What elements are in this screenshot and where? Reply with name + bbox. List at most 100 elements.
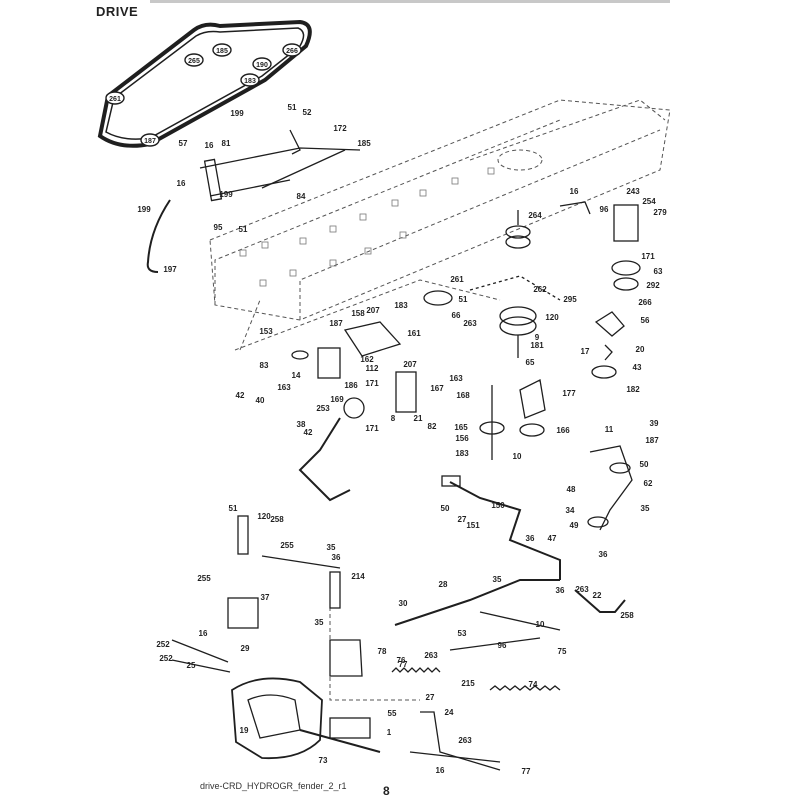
part-callout: 185 <box>357 139 371 148</box>
part-callout: 167 <box>430 384 444 393</box>
part-callout: 187 <box>645 436 659 445</box>
drawing-file-reference: drive-CRD_HYDROGR_fender_2_r1 <box>200 781 347 791</box>
part-callout: 35 <box>315 618 324 627</box>
part-callout: 153 <box>259 327 273 336</box>
part-callout: 186 <box>344 381 358 390</box>
part-callout: 21 <box>414 414 423 423</box>
mechanical-parts <box>146 129 641 771</box>
part-callout: 57 <box>179 139 188 148</box>
part-callout: 165 <box>454 423 468 432</box>
part-callout: 73 <box>319 756 328 765</box>
pulley <box>282 43 302 57</box>
part-callout: 51 <box>239 225 248 234</box>
part-callout: 35 <box>641 504 650 513</box>
part-callout: 162 <box>360 355 374 364</box>
part-callout: 66 <box>452 311 461 320</box>
part-callout: 214 <box>351 572 365 581</box>
pulley <box>252 57 272 71</box>
part-callout: 168 <box>456 391 470 400</box>
part-callout: 28 <box>439 580 448 589</box>
part-callout: 49 <box>570 521 579 530</box>
part-callout: 187 <box>329 319 343 328</box>
part-callout: 10 <box>536 620 545 629</box>
part-callout: 84 <box>297 192 306 201</box>
part-callout: 215 <box>461 679 475 688</box>
part-callout: 197 <box>163 265 177 274</box>
part-callout: 77 <box>399 660 408 669</box>
part-callout: 163 <box>449 374 463 383</box>
part-callout: 182 <box>626 385 640 394</box>
part-callout: 56 <box>641 316 650 325</box>
belt-callout: 265 <box>188 58 200 65</box>
part-callout: 50 <box>441 504 450 513</box>
part-callout: 35 <box>493 575 502 584</box>
part-callout: 16 <box>570 187 579 196</box>
part-callout: 36 <box>599 550 608 559</box>
part-callout: 17 <box>581 347 590 356</box>
part-callout: 181 <box>530 341 544 350</box>
part-callout: 183 <box>394 301 408 310</box>
part-callout: 112 <box>366 364 379 373</box>
chassis-frame <box>209 99 671 701</box>
part-callout: 10 <box>513 452 522 461</box>
part-callout: 264 <box>528 211 542 220</box>
part-callout: 36 <box>526 534 535 543</box>
part-callout: 48 <box>567 485 576 494</box>
part-callout: 76 <box>397 656 406 665</box>
part-callout: 16 <box>199 629 208 638</box>
part-callout: 292 <box>646 281 660 290</box>
part-callout: 161 <box>407 329 421 338</box>
part-callout: 30 <box>399 599 408 608</box>
pulley <box>105 91 125 105</box>
part-callout: 158 <box>351 309 365 318</box>
page-title: DRIVE <box>96 4 139 19</box>
part-callout: 171 <box>365 424 379 433</box>
part-callout: 22 <box>593 591 602 600</box>
part-callout: 96 <box>498 641 507 650</box>
pulley <box>184 53 204 67</box>
part-callout: 120 <box>545 313 559 322</box>
part-callout: 82 <box>428 422 437 431</box>
part-callout: 163 <box>277 383 291 392</box>
part-callout: 261 <box>450 275 464 284</box>
part-callout: 266 <box>638 298 652 307</box>
part-callout: 51 <box>459 295 468 304</box>
part-callout: 263 <box>424 651 438 660</box>
part-callout: 25 <box>187 661 196 670</box>
part-callout: 65 <box>526 358 535 367</box>
part-callout: 78 <box>378 647 387 656</box>
part-callout: 96 <box>600 205 609 214</box>
part-callout: 199 <box>137 205 151 214</box>
part-callout: 29 <box>241 644 250 653</box>
part-callout: 255 <box>197 574 211 583</box>
part-callout: 43 <box>633 363 642 372</box>
part-callout: 199 <box>230 109 244 118</box>
part-callout: 52 <box>303 108 312 117</box>
page-number: 8 <box>383 784 390 798</box>
belt-callout: 190 <box>256 62 268 69</box>
part-callout: 1 <box>387 728 392 737</box>
part-callout: 253 <box>316 404 330 413</box>
part-callout: 38 <box>297 420 306 429</box>
part-callout: 254 <box>642 197 656 206</box>
part-callout: 47 <box>548 534 557 543</box>
part-callout: 36 <box>556 586 565 595</box>
part-callout: 83 <box>260 361 269 370</box>
part-callout: 53 <box>458 629 467 638</box>
drive-belt <box>97 19 312 148</box>
part-callout: 20 <box>636 345 645 354</box>
part-callout: 42 <box>304 428 313 437</box>
part-callout: 74 <box>529 680 538 689</box>
part-callout: 207 <box>403 360 417 369</box>
part-callout: 16 <box>436 766 445 775</box>
part-callout: 199 <box>219 190 233 199</box>
part-callout: 255 <box>280 541 294 550</box>
part-callout: 171 <box>365 379 379 388</box>
part-callout: 75 <box>558 647 567 656</box>
belt-callout: 183 <box>244 78 256 85</box>
belt-pulley-group <box>105 43 302 147</box>
part-callout: 177 <box>562 389 576 398</box>
part-callout: 156 <box>455 434 469 443</box>
part-callout: 258 <box>620 611 634 620</box>
top-cropped-header <box>150 0 670 3</box>
